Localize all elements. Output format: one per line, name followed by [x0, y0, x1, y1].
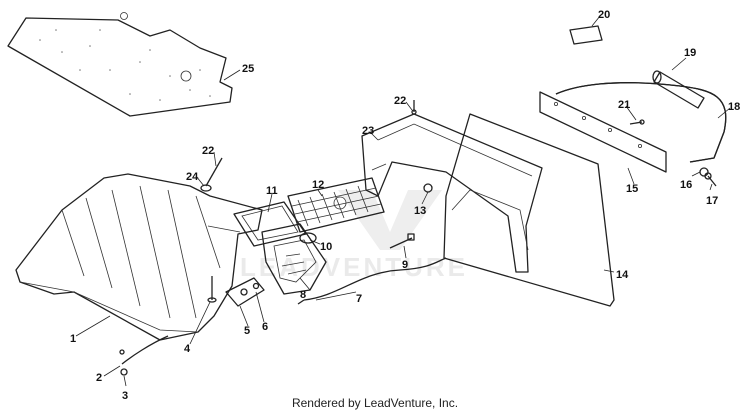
callout-9: 9: [402, 259, 408, 271]
part-22-antenna-left[interactable]: [205, 157, 223, 187]
callout-21: 21: [618, 99, 630, 111]
callout-1: 1: [70, 333, 76, 345]
callout-13: 13: [414, 205, 426, 217]
part-1-hood[interactable]: [15, 173, 263, 341]
callout-15: 15: [626, 183, 638, 195]
render-credit: Rendered by LeadVenture, Inc.: [291, 396, 459, 410]
callout-25: 25: [242, 63, 254, 75]
part-4-pin[interactable]: [207, 276, 217, 303]
callout-2: 2: [96, 372, 102, 384]
callout-11: 11: [266, 185, 278, 197]
part-15-rail[interactable]: [539, 91, 667, 173]
callout-23: 23: [362, 125, 374, 137]
part-14-back-panel[interactable]: [443, 113, 615, 307]
part-19-grip[interactable]: [652, 70, 705, 109]
callout-24: 24: [186, 171, 199, 183]
callout-5: 5: [244, 325, 250, 337]
watermark-text: LEADVENTURE: [240, 252, 468, 282]
part-21-bolt[interactable]: [629, 119, 645, 125]
part-5-switch-plate[interactable]: [225, 277, 265, 307]
panel-speckle: [39, 29, 211, 101]
part-10-bulb[interactable]: [299, 232, 317, 244]
leader-lines: [75, 15, 731, 387]
callout-17: 17: [706, 195, 718, 207]
part-2-cable[interactable]: [119, 335, 169, 365]
callout-7: 7: [356, 293, 362, 305]
part-7-harness[interactable]: [297, 257, 447, 305]
callout-20: 20: [598, 9, 610, 21]
callout-8: 8: [300, 289, 306, 301]
part-11-gasket[interactable]: [233, 201, 307, 247]
callout-16: 16: [680, 179, 692, 191]
grille-mesh: [291, 185, 382, 227]
callout-12: 12: [312, 179, 324, 191]
part-25-floor-panel[interactable]: [7, 12, 233, 117]
callout-22-right: 22: [394, 95, 406, 107]
callout-3: 3: [122, 390, 128, 402]
part-9-bolt[interactable]: [389, 233, 415, 249]
part-3-clip[interactable]: [120, 368, 128, 376]
part-20-decal[interactable]: [569, 25, 603, 45]
callout-10: 10: [320, 241, 332, 253]
callout-18: 18: [728, 101, 740, 113]
part-22-antenna-right[interactable]: [411, 100, 417, 115]
part-6-switch[interactable]: [240, 282, 260, 296]
callout-19: 19: [684, 47, 696, 59]
part-17-screw[interactable]: [704, 172, 717, 187]
callout-4: 4: [184, 343, 191, 355]
callout-14: 14: [616, 269, 629, 281]
callout-6: 6: [262, 321, 268, 333]
callout-labels: 1 2 3 4 5 6 7 8 9 10 11 12 13 14 15 16 1…: [70, 9, 740, 402]
part-16-washer[interactable]: [699, 167, 709, 177]
part-12-grille[interactable]: [287, 177, 385, 233]
callout-22-left: 22: [202, 145, 214, 157]
part-23-frame[interactable]: [361, 113, 543, 273]
watermark: LEADVENTURE: [240, 190, 468, 282]
part-18-handle-bar[interactable]: [555, 82, 727, 163]
